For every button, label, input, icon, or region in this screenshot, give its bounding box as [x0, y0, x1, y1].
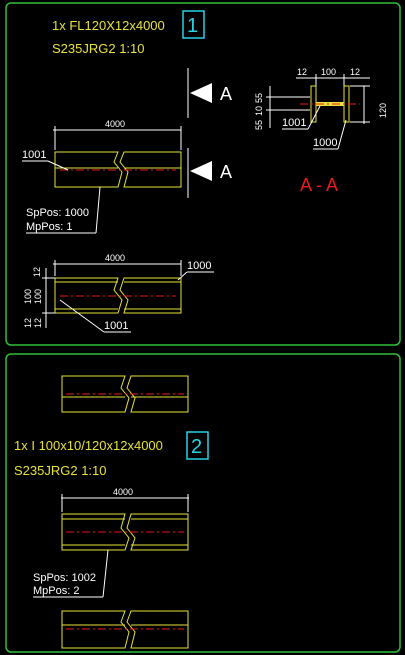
part2-material: S235JRG2 1:10: [14, 463, 107, 478]
section-letter-top: A: [220, 84, 232, 104]
sec-label-1000: 1000: [313, 137, 337, 149]
part2-mppos: MpPos: 2: [33, 585, 79, 597]
section-title: A - A: [300, 175, 338, 195]
part1-material: S235JRG2 1:10: [52, 41, 145, 56]
view2-label-1000: 1000: [187, 260, 211, 272]
panel-part-1: [5, 2, 401, 346]
view2-dim-12a: 12: [32, 267, 42, 277]
part1-sppos: SpPos: 1000: [26, 207, 89, 219]
section-arrow-bottom: A: [187, 148, 232, 198]
view2-dim-100b: 100: [33, 289, 43, 304]
part2-badge: 2: [191, 436, 202, 458]
part1-mppos: MpPos: 1: [26, 221, 72, 233]
view2-dim-100a: 100: [23, 289, 33, 304]
part1-elevation-view: 4000 1001 SpPos: 1000 MpPos: 1: [22, 119, 182, 234]
view2-dim-12b: 12: [23, 318, 33, 328]
section-letter-bottom: A: [220, 162, 232, 182]
sec-dim-12b: 12: [350, 67, 360, 77]
view2-dim-length: 4000: [105, 253, 125, 263]
part2-title: 1x I 100x10/120x12x4000: [14, 438, 163, 453]
sec-dim-10: 10: [254, 106, 264, 116]
section-arrow-top: A: [187, 68, 232, 118]
part1-plan-view: 4000 1000 1001 12 100 100 12 12: [23, 253, 214, 333]
sec-dim-100: 100: [321, 67, 336, 77]
part2-badge-box: [186, 431, 209, 460]
part2-bottom-view: [61, 610, 189, 649]
panel-part-2: [5, 353, 401, 653]
part2-elevation-view: 4000 SpPos: 1002 MpPos: 2: [33, 487, 189, 598]
part1-label-1001: 1001: [22, 149, 46, 161]
part1-badge-box: [182, 10, 205, 39]
sec-dim-120: 120: [378, 103, 388, 118]
part1-title: 1x FL120X12x4000: [52, 18, 165, 33]
part1-dim-length: 4000: [105, 119, 125, 129]
sec-dim-12a: 12: [297, 67, 307, 77]
view2-label-1001: 1001: [104, 320, 128, 332]
sec-dim-55a: 55: [254, 93, 264, 103]
sec-dim-55b: 55: [254, 120, 264, 130]
sec-label-1001: 1001: [282, 117, 306, 129]
part1-section-view: 12 100 12 55 10 55 120 1001 1000: [254, 67, 388, 150]
view2-dim-12c: 12: [33, 318, 43, 328]
part2-top-view: [61, 375, 189, 413]
part2-dim-length: 4000: [113, 487, 133, 497]
part1-badge: 1: [187, 15, 198, 37]
part2-sppos: SpPos: 1002: [33, 572, 96, 584]
